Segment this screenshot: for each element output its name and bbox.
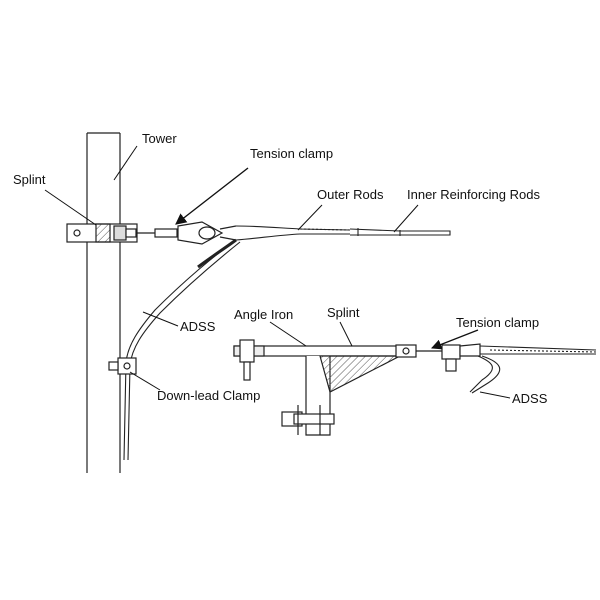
tension-clamp: [137, 221, 237, 245]
label-splint-left: Splint: [13, 172, 46, 187]
down-lead-clamp: [108, 357, 137, 375]
label-angle-iron: Angle Iron: [234, 307, 293, 322]
label-outer-rods: Outer Rods: [317, 187, 384, 202]
adss-down-lead-cable: [123, 238, 241, 461]
label-splint-right: Splint: [327, 305, 360, 320]
label-down-lead-clamp: Down-lead Clamp: [157, 388, 260, 403]
tension-clamp-right: [395, 343, 481, 372]
label-tower: Tower: [142, 131, 177, 146]
label-inner-reinforcing-rods: Inner Reinforcing Rods: [407, 187, 540, 202]
tower: [86, 132, 121, 473]
label-tension-clamp-top: Tension clamp: [250, 146, 333, 161]
right-cable-rods: [469, 345, 597, 394]
angle-iron-bolts: [239, 339, 335, 435]
label-tension-clamp-right: Tension clamp: [456, 315, 539, 330]
splint-plate: [66, 223, 138, 243]
preformed-rods: [235, 225, 451, 241]
leader-lines-left: [44, 145, 419, 391]
label-adss-right: ADSS: [512, 391, 548, 406]
leader-lines-right: [269, 321, 511, 399]
label-adss-left: ADSS: [180, 319, 216, 334]
